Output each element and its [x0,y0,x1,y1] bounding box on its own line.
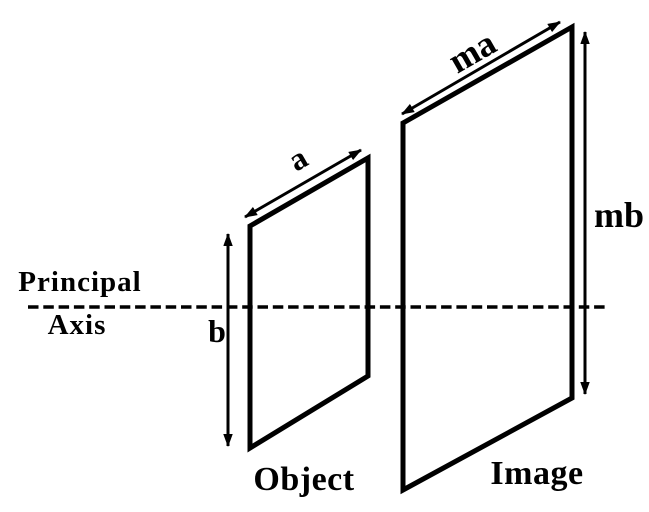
object-width-dimension-arrow [244,148,362,219]
image-parallelogram [400,22,575,495]
principal-axis-label-line2: Axis [48,309,107,341]
object-height-label: b [208,313,226,349]
object-width-label: a [282,139,314,178]
image-width-dimension-arrow [401,20,561,116]
object-caption: Object [253,461,354,498]
principal-axis-label-line1: Principal [18,266,141,298]
image-caption: Image [490,455,583,492]
image-height-label: mb [594,195,644,235]
object-parallelogram [247,153,371,453]
